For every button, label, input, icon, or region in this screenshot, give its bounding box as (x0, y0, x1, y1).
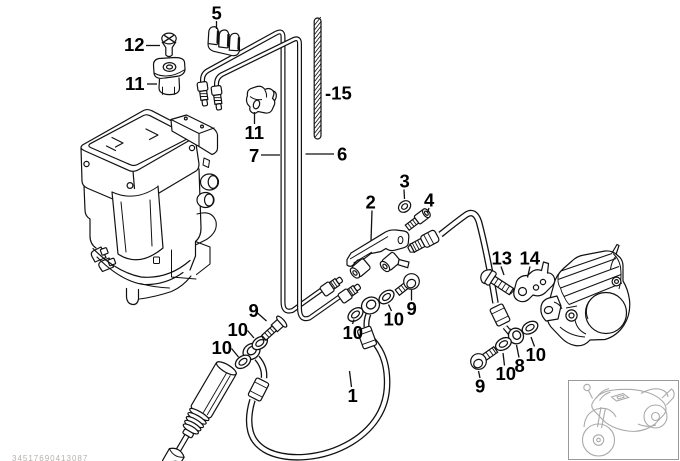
svg-text:3: 3 (400, 171, 410, 192)
svg-text:12: 12 (124, 34, 145, 55)
svg-text:34517690413087: 34517690413087 (12, 454, 88, 461)
svg-text:9: 9 (475, 376, 485, 397)
svg-text:11: 11 (245, 122, 265, 143)
svg-text:5: 5 (212, 3, 222, 24)
svg-text:7: 7 (249, 145, 259, 166)
svg-text:6: 6 (337, 144, 347, 165)
svg-text:2: 2 (366, 192, 376, 213)
svg-text:8: 8 (515, 355, 525, 376)
svg-text:10: 10 (212, 337, 233, 358)
svg-text:10: 10 (526, 344, 547, 365)
svg-text:9: 9 (249, 300, 259, 321)
svg-text:11: 11 (125, 73, 145, 94)
svg-text:1: 1 (348, 385, 358, 406)
svg-text:10: 10 (228, 319, 249, 340)
svg-text:-15: -15 (325, 83, 352, 104)
svg-text:10: 10 (343, 322, 364, 343)
svg-text:9: 9 (407, 298, 417, 319)
svg-text:10: 10 (496, 363, 517, 384)
svg-text:13: 13 (492, 248, 513, 269)
svg-text:10: 10 (384, 309, 405, 330)
svg-text:4: 4 (424, 190, 435, 211)
svg-text:14: 14 (520, 248, 541, 269)
